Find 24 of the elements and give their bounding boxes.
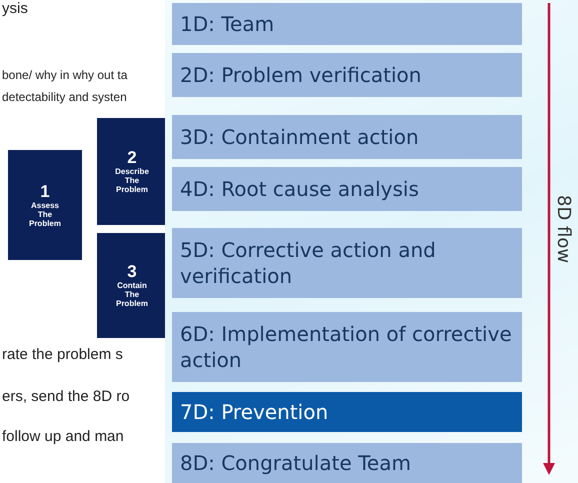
step-band: 7D: Prevention: [172, 392, 522, 432]
flow-label: 8D flow: [553, 195, 574, 264]
step-card: [97, 118, 167, 225]
step-number: 2: [127, 149, 137, 167]
step-title: Describe The Problem: [114, 167, 150, 194]
step-number: 1: [40, 182, 50, 200]
text-fragment: follow up and man: [2, 428, 124, 445]
step-band: 6D: Implementation of corrective action: [172, 312, 522, 382]
text-fragment: detectability and systen: [2, 90, 127, 104]
text-fragment: bone/ why in why out ta: [2, 68, 128, 82]
text-fragment: ers, send the 8D ro: [2, 388, 130, 405]
text-fragment: rate the problem s: [2, 346, 123, 363]
step-band: 5D: Corrective action and verification: [172, 228, 522, 298]
step-card: [8, 150, 82, 260]
step-band: 2D: Problem verification: [172, 53, 522, 97]
step-band: 8D: Congratulate Team: [172, 443, 522, 483]
step-band: 1D: Team: [172, 3, 522, 45]
step-band: 4D: Root cause analysis: [172, 167, 522, 211]
step-title: Contain The Problem: [114, 281, 149, 308]
text-fragment: ysis: [2, 0, 28, 17]
step-card: [97, 233, 167, 338]
step-number: 3: [127, 263, 137, 281]
step-title: Assess The Problem: [28, 200, 62, 228]
step-band: 3D: Containment action: [172, 115, 522, 159]
